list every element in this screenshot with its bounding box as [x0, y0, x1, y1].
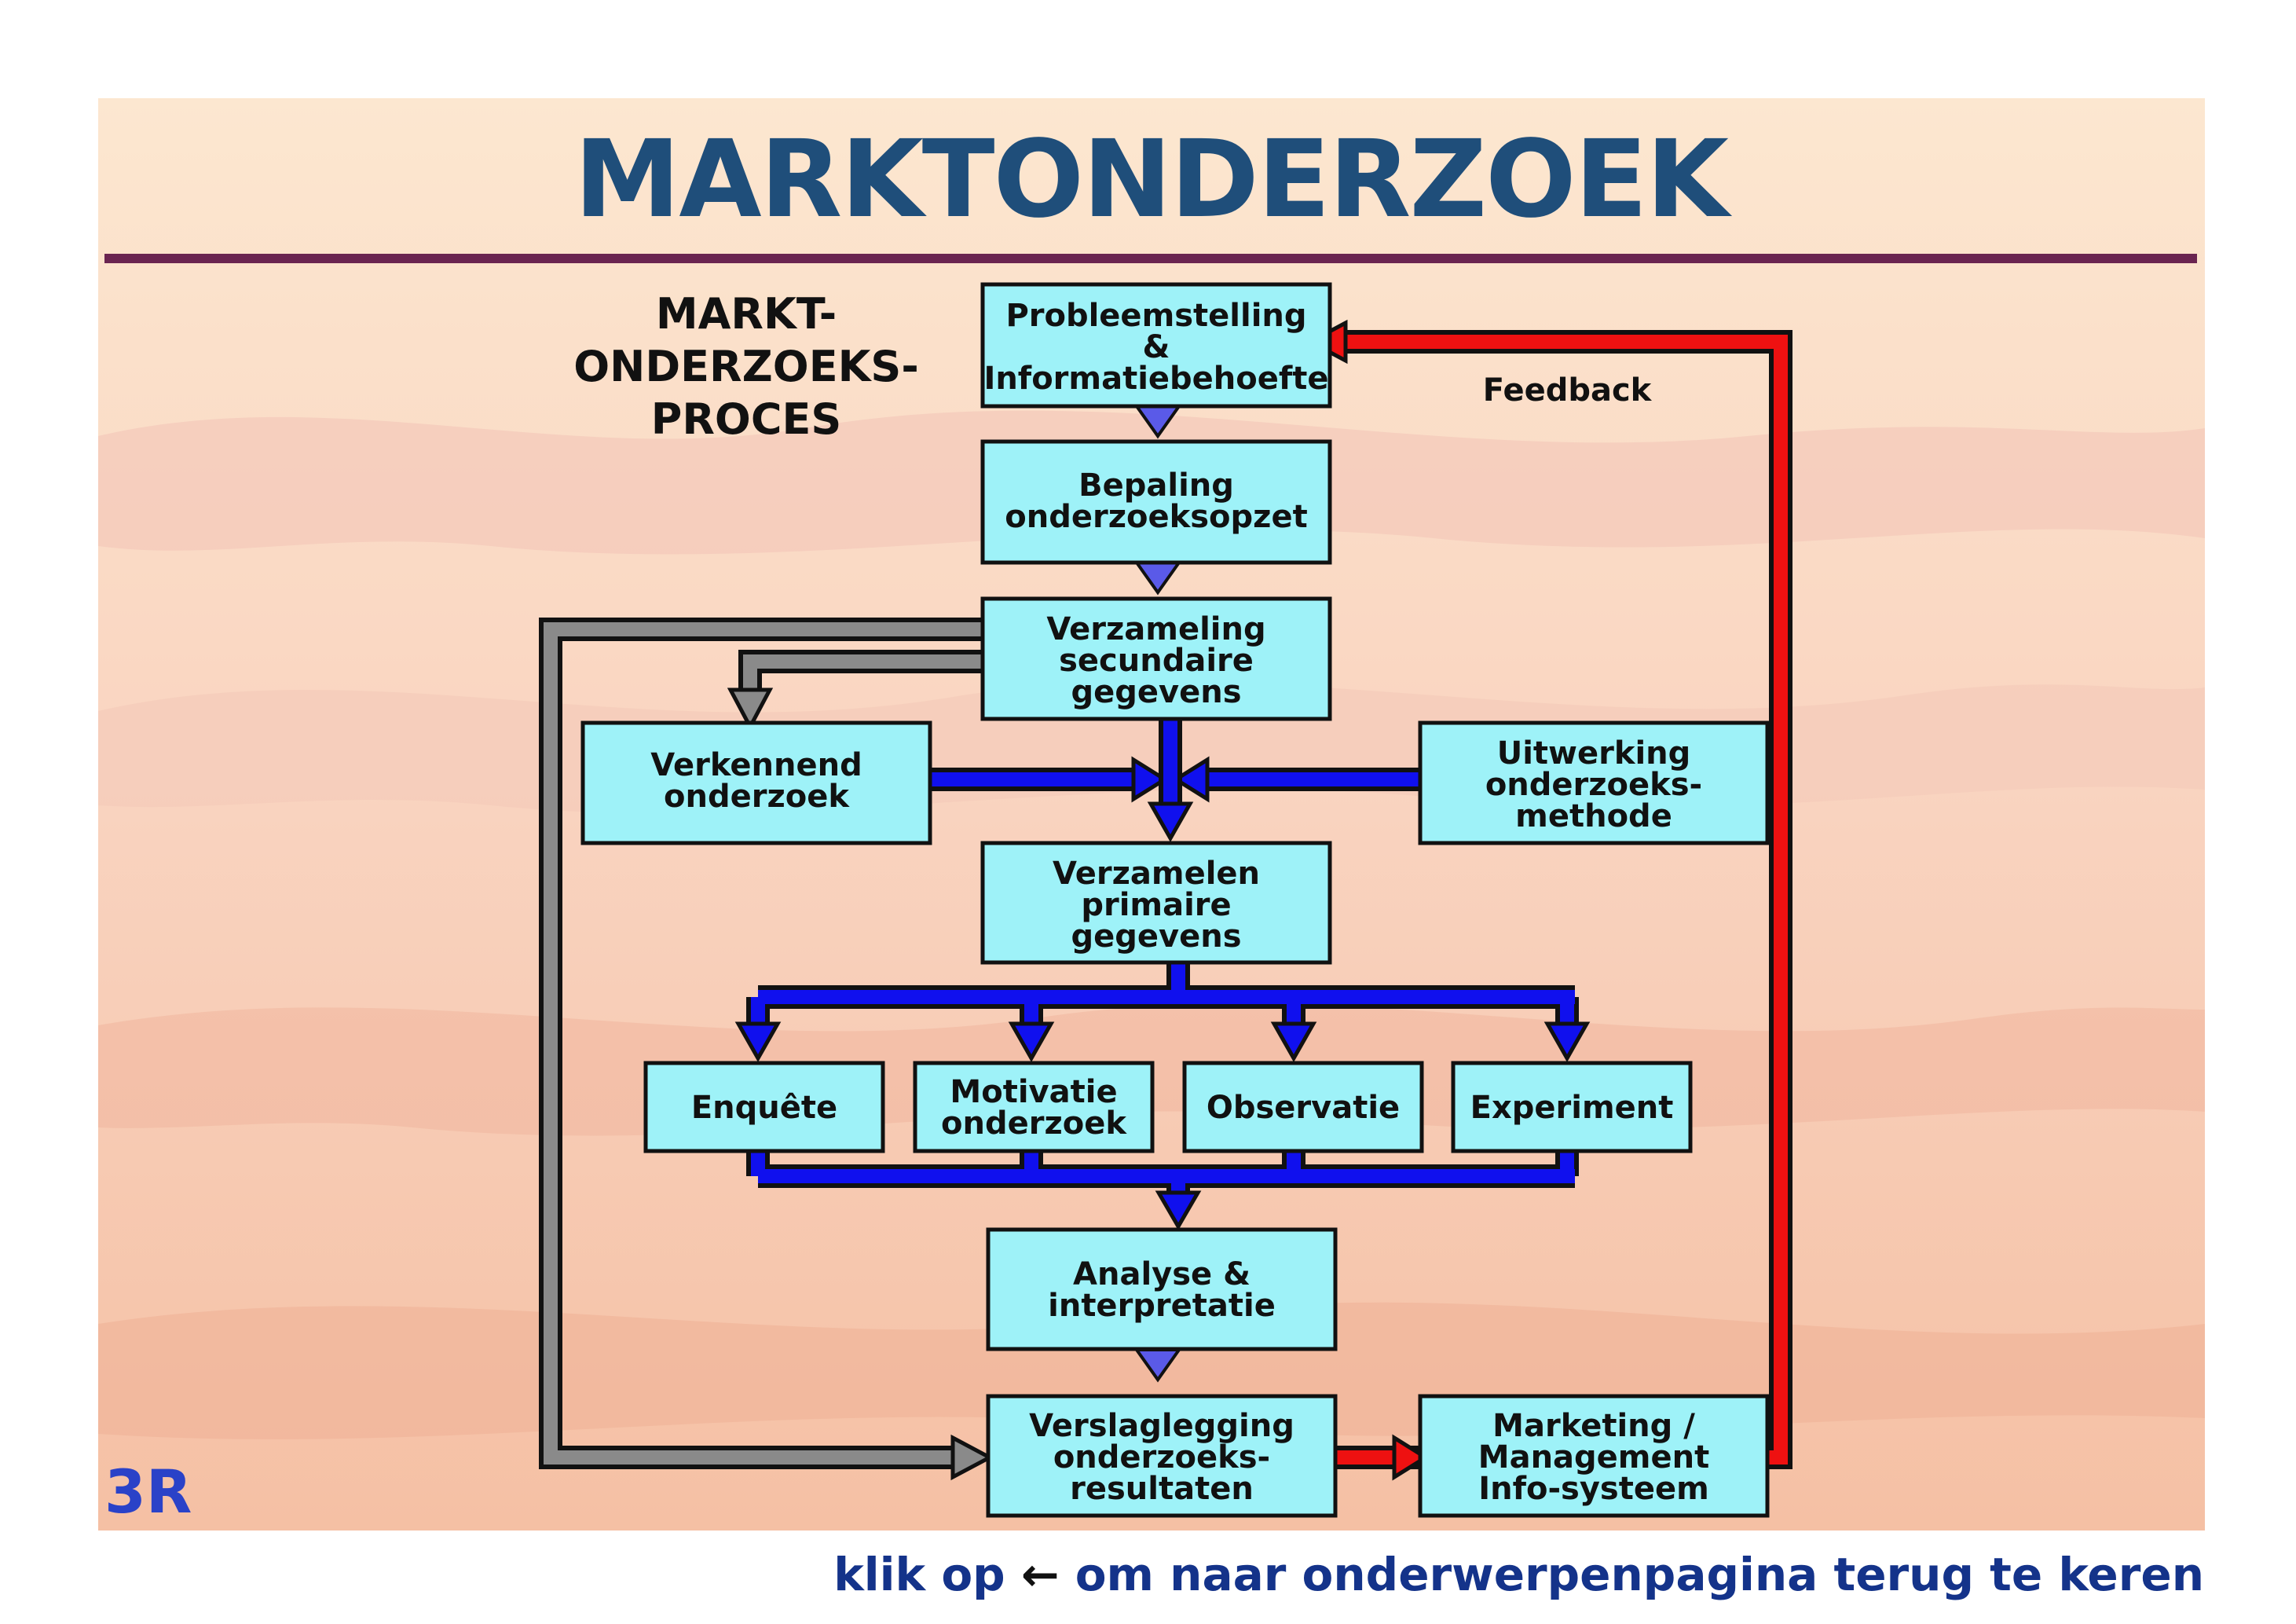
box-observatie: Observatie	[1182, 1061, 1424, 1153]
box-bepaling-line-2: onderzoeksopzet	[1005, 499, 1307, 535]
slide: MARKTONDERZOEK MARKT- ONDERZOEKS- PROCES…	[98, 98, 2205, 1531]
box-motivatie: Motivatie onderzoek	[913, 1061, 1155, 1153]
box-secundair-rect	[980, 596, 1332, 721]
box-enquete-line-1: Enquête	[691, 1090, 837, 1126]
box-enquete: Enquête	[643, 1061, 885, 1153]
slide-title: MARKTONDERZOEK	[574, 118, 1733, 242]
box-primair: Verzamelen primaire gegevens	[980, 841, 1332, 965]
box-probleemstelling-line-3: Informatiebehoefte	[983, 361, 1328, 397]
loop-arrows-gray	[539, 618, 994, 1481]
box-motivatie-line-1: Motivatie	[950, 1074, 1117, 1110]
feedback-label: Feedback	[1483, 372, 1653, 409]
box-probleemstelling: Probleemstelling & Informatiebehoefte	[980, 282, 1332, 409]
back-link[interactable]: klik op ← om naar onderwerpenpagina teru…	[833, 1552, 2204, 1597]
box-analyse-line-2: interpretatie	[1048, 1288, 1276, 1324]
box-mis-rect	[1418, 1394, 1770, 1518]
box-experiment-line-1: Experiment	[1470, 1090, 1674, 1126]
back-link-text-after: om naar onderwerpenpagina terug te keren	[1075, 1548, 2204, 1601]
box-secundair-line-3: gegevens	[1071, 674, 1241, 710]
title-divider	[104, 254, 2197, 263]
box-verslaglegging-rect	[986, 1394, 1338, 1518]
box-observatie-line-1: Observatie	[1207, 1090, 1400, 1126]
box-bepaling-rect	[980, 439, 1332, 565]
box-probleemstelling-line-1: Probleemstelling	[1005, 298, 1306, 334]
box-verslaglegging-line-2: onderzoeks-	[1053, 1439, 1270, 1476]
box-primair-line-3: gegevens	[1071, 918, 1241, 955]
process-label: MARKT- ONDERZOEKS- PROCES	[573, 289, 919, 444]
box-mis-line-3: Info-systeem	[1478, 1471, 1709, 1507]
box-enquete-rect	[643, 1061, 885, 1153]
connector-triangles	[1133, 405, 1182, 1383]
box-verkennend-line-2: onderzoek	[664, 779, 850, 815]
box-analyse-line-1: Analyse &	[1073, 1256, 1251, 1292]
box-probleemstelling-rect	[980, 282, 1332, 409]
box-observatie-rect	[1182, 1061, 1424, 1153]
box-uitwerking-line-3: methode	[1515, 798, 1672, 834]
box-experiment: Experiment	[1451, 1061, 1693, 1153]
box-mis-line-2: Management	[1478, 1439, 1709, 1476]
box-secundair-line-1: Verzameling	[1046, 611, 1265, 647]
box-verslaglegging-line-3: resultaten	[1070, 1471, 1254, 1507]
box-motivatie-line-2: onderzoek	[941, 1105, 1127, 1142]
box-analyse-rect	[986, 1227, 1338, 1351]
process-diagram: MARKTONDERZOEK MARKT- ONDERZOEKS- PROCES…	[98, 98, 2205, 1531]
box-verslaglegging: Verslaglegging onderzoeks- resultaten	[986, 1394, 1338, 1518]
box-verslaglegging-line-1: Verslaglegging	[1029, 1408, 1294, 1444]
box-uitwerking: Uitwerking onderzoeks- methode	[1418, 720, 1770, 845]
box-verkennend-rect	[580, 720, 932, 845]
box-analyse: Analyse & interpretatie	[986, 1227, 1338, 1351]
box-uitwerking-rect	[1418, 720, 1770, 845]
box-primair-rect	[980, 841, 1332, 965]
process-label-line-2: ONDERZOEKS-	[573, 342, 919, 391]
box-mis: Marketing / Management Info-systeem	[1418, 1394, 1770, 1518]
box-secundair-line-2: secundaire	[1059, 643, 1254, 679]
flow-arrows-blue	[734, 719, 1591, 1230]
box-bepaling-line-1: Bepaling	[1078, 467, 1234, 504]
process-label-line-1: MARKT-	[656, 289, 837, 339]
left-arrow-icon[interactable]: ←	[1020, 1548, 1060, 1601]
box-uitwerking-line-2: onderzoeks-	[1485, 767, 1702, 803]
box-probleemstelling-line-2: &	[1143, 329, 1170, 365]
box-motivatie-rect	[913, 1061, 1155, 1153]
box-verkennend-line-1: Verkennend	[650, 747, 862, 783]
box-uitwerking-line-1: Uitwerking	[1497, 735, 1691, 772]
box-verkennend: Verkennend onderzoek	[580, 720, 932, 845]
box-experiment-rect	[1451, 1061, 1693, 1153]
box-bepaling: Bepaling onderzoeksopzet	[980, 439, 1332, 565]
box-primair-line-2: primaire	[1081, 887, 1231, 923]
logo-3r: 3R	[104, 1457, 192, 1527]
box-primair-line-1: Verzamelen	[1053, 856, 1260, 892]
box-mis-line-1: Marketing /	[1492, 1408, 1695, 1444]
back-link-text-before: klik op	[833, 1548, 1005, 1601]
process-label-line-3: PROCES	[651, 394, 841, 444]
box-secundair: Verzameling secundaire gegevens	[980, 596, 1332, 721]
